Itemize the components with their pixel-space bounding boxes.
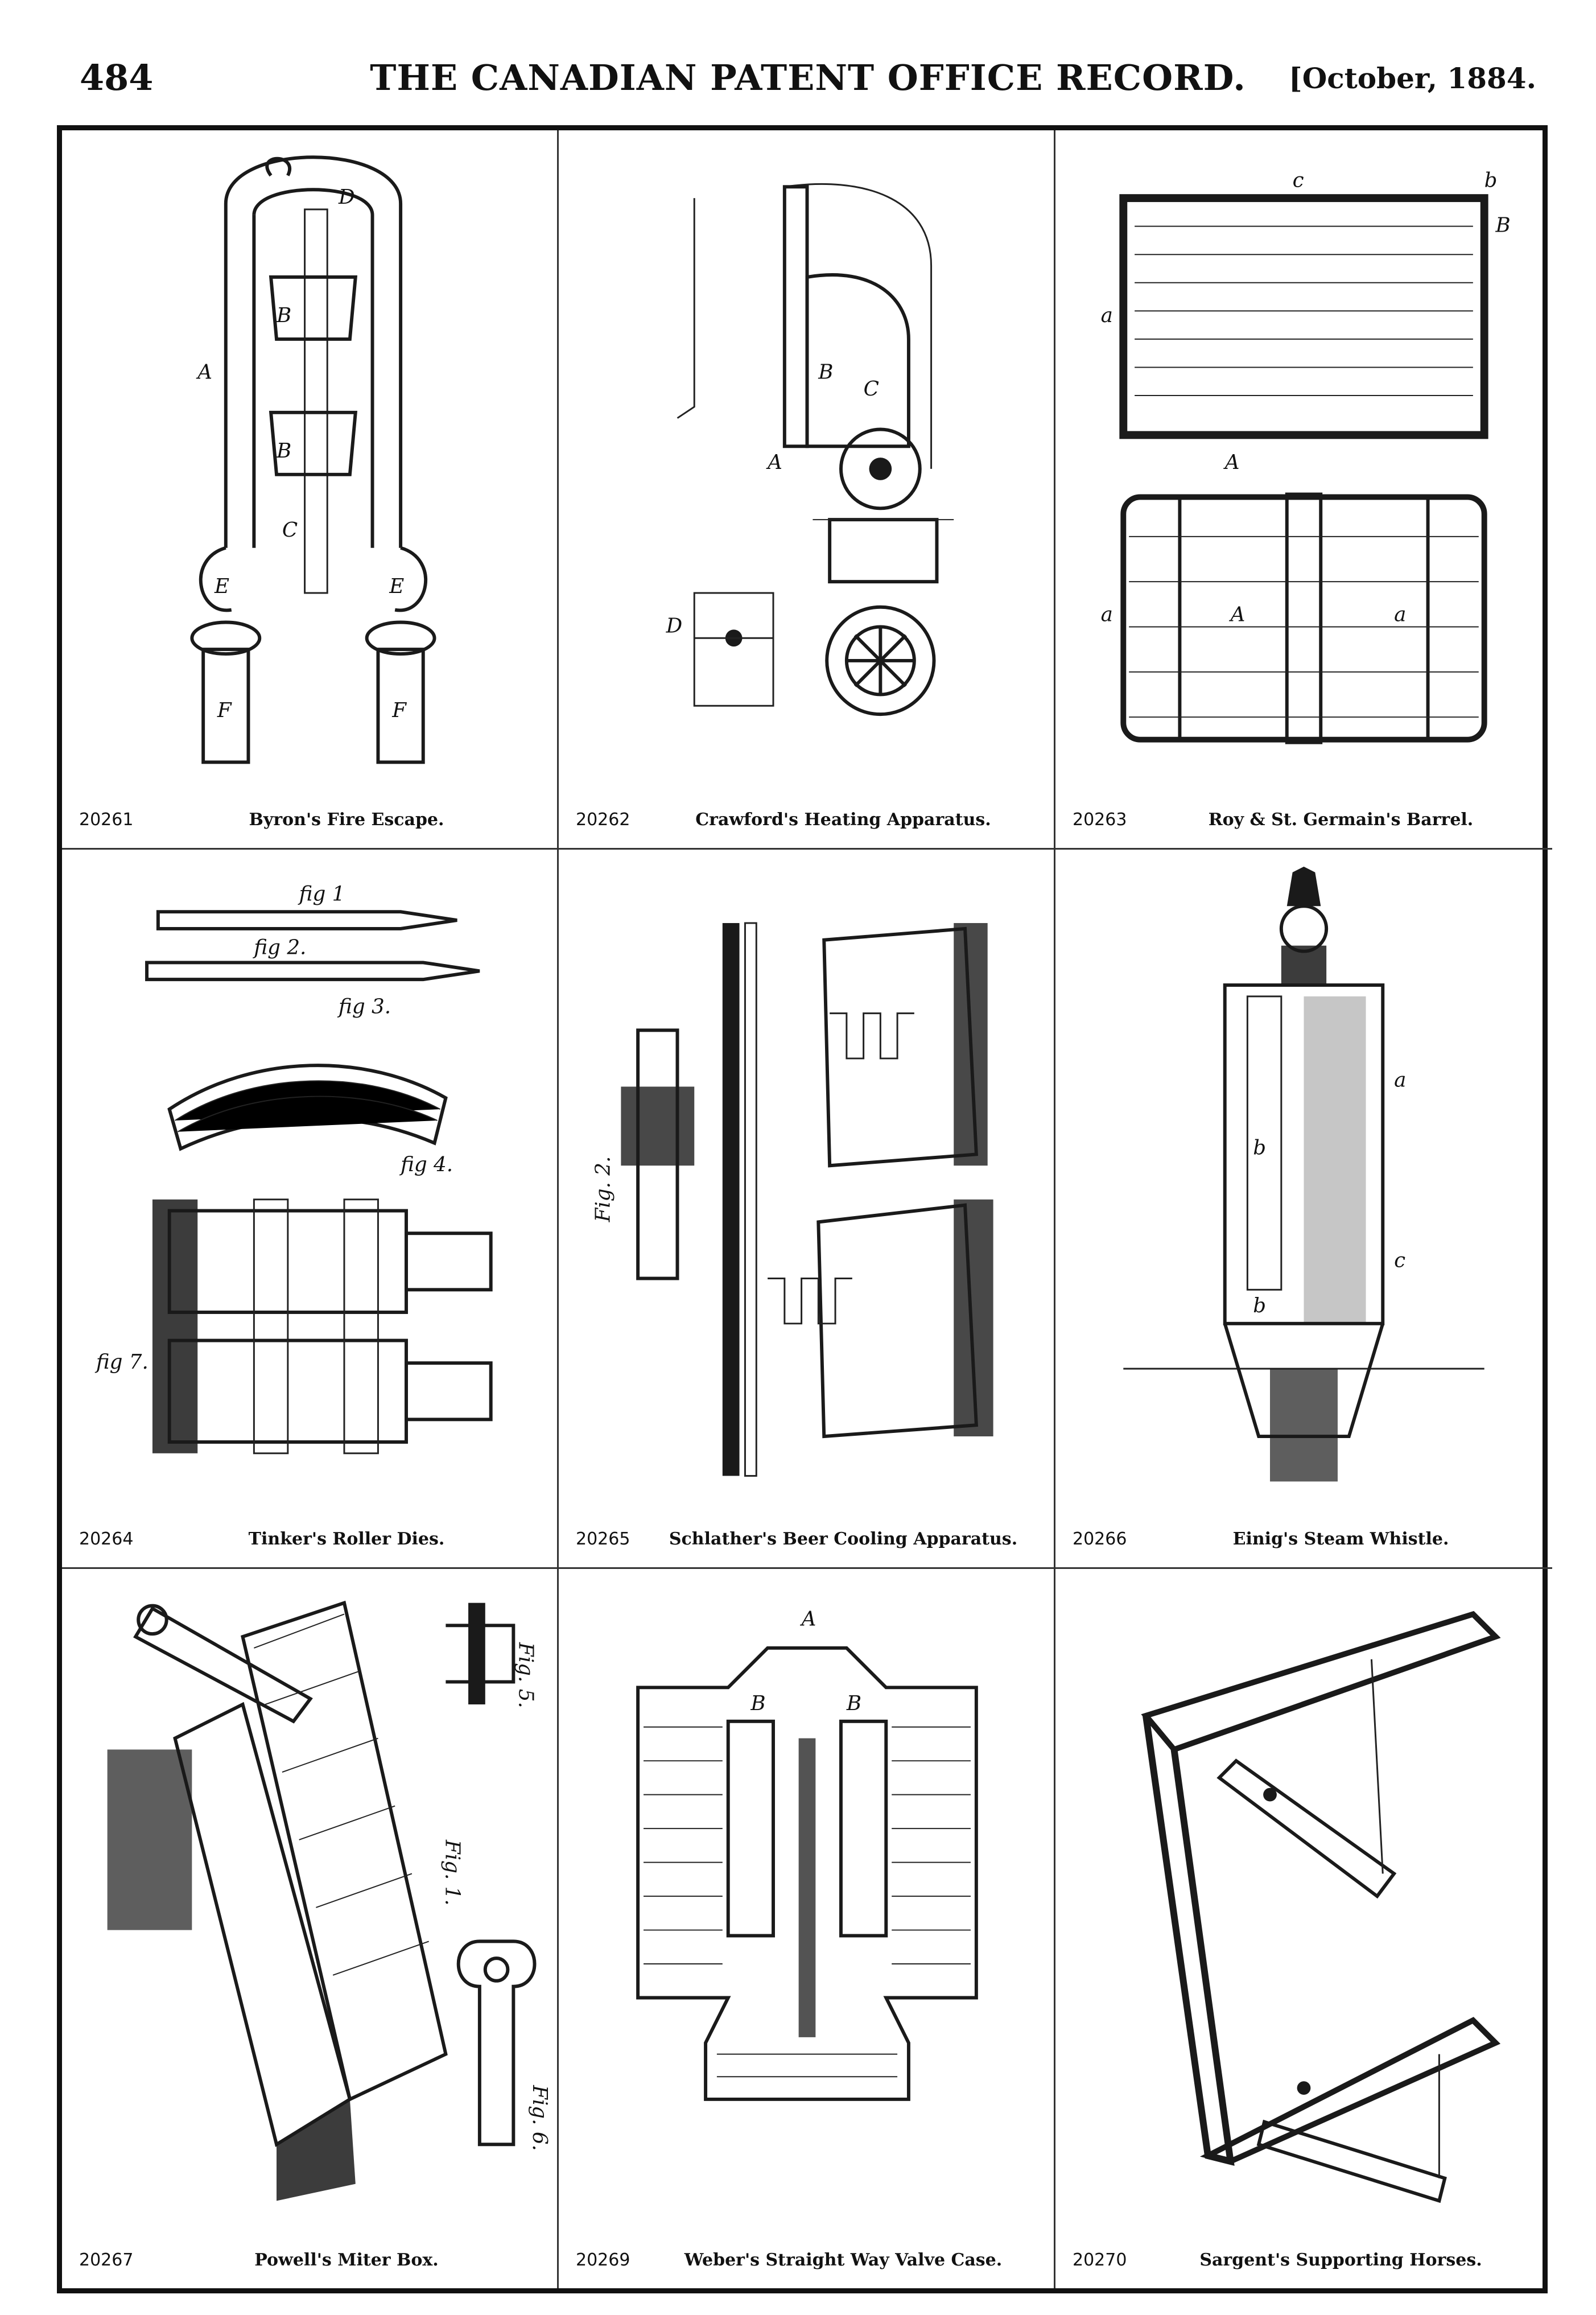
patent-cell-20267: Fig. 1. Fig. 5. Fig. 6. 20267 Powell's M… bbox=[62, 1569, 559, 2288]
patent-caption: 20266 Einig's Steam Whistle. bbox=[1073, 1522, 1541, 1549]
fig-1-label: fig 1 bbox=[298, 882, 345, 905]
svg-text:b: b bbox=[1484, 168, 1498, 192]
svg-text:a: a bbox=[1101, 304, 1113, 327]
beer-cooling-illustration: Fig. 2. bbox=[582, 867, 1033, 1498]
patent-caption: 20263 Roy & St. Germain's Barrel. bbox=[1073, 802, 1541, 830]
patent-title: Sargent's Supporting Horses. bbox=[1199, 2250, 1482, 2270]
svg-text:F: F bbox=[217, 699, 232, 722]
patent-number: 20264 bbox=[79, 1529, 134, 1549]
patent-title: Roy & St. Germain's Barrel. bbox=[1208, 810, 1474, 830]
fig-3-label: fig 3. bbox=[337, 995, 391, 1019]
svg-text:C: C bbox=[864, 377, 879, 401]
patent-caption: 20265 Schlather's Beer Cooling Apparatus… bbox=[576, 1522, 1042, 1549]
miter-box-illustration: Fig. 1. Fig. 5. Fig. 6. bbox=[85, 1586, 551, 2218]
patent-number: 20263 bbox=[1073, 810, 1127, 830]
patent-caption: 20267 Powell's Miter Box. bbox=[79, 2243, 546, 2270]
svg-text:D: D bbox=[338, 186, 355, 209]
patent-caption: 20264 Tinker's Roller Dies. bbox=[79, 1522, 546, 1549]
valve-label-b-left: B bbox=[750, 1692, 765, 1715]
patent-title: Powell's Miter Box. bbox=[254, 2250, 439, 2270]
patent-number: 20261 bbox=[79, 810, 134, 830]
patent-title: Crawford's Heating Apparatus. bbox=[695, 810, 991, 830]
page-number: 484 bbox=[80, 57, 154, 98]
fig-7-label: fig 7. bbox=[94, 1350, 149, 1374]
patent-cell-20264: fig 1 fig 2. fig 3. fig 4. fig 7. bbox=[62, 850, 559, 1569]
svg-text:a: a bbox=[1394, 603, 1406, 627]
patent-title: Tinker's Roller Dies. bbox=[248, 1529, 445, 1549]
patent-cell-20263: c b B a A A a a 20263 Roy & bbox=[1055, 130, 1552, 850]
svg-text:B: B bbox=[276, 304, 291, 327]
svg-text:B: B bbox=[276, 439, 291, 463]
patent-title: Schlather's Beer Cooling Apparatus. bbox=[669, 1529, 1018, 1549]
valve-case-illustration: A B B bbox=[582, 1586, 1033, 2218]
patent-caption: 20269 Weber's Straight Way Valve Case. bbox=[576, 2243, 1042, 2270]
svg-text:C: C bbox=[282, 518, 298, 542]
fire-escape-illustration: B B A C D E E F F bbox=[85, 147, 536, 779]
svg-text:F: F bbox=[391, 699, 407, 722]
patent-cell-20269: A B B 20 bbox=[559, 1569, 1055, 2288]
svg-text:A: A bbox=[1223, 451, 1240, 474]
barrel-illustration: c b B a A A a a bbox=[1078, 147, 1529, 779]
patent-number: 20262 bbox=[576, 810, 630, 830]
valve-label-b-right: B bbox=[846, 1692, 861, 1715]
patent-cell-20262: D B C A 20262 Crawford's Heating Apparat… bbox=[559, 130, 1055, 850]
svg-text:A: A bbox=[196, 360, 212, 384]
patent-number: 20270 bbox=[1073, 2250, 1127, 2270]
svg-text:A: A bbox=[766, 451, 782, 474]
svg-text:c: c bbox=[1394, 1249, 1405, 1272]
svg-text:D: D bbox=[666, 614, 683, 637]
patent-cell-20270: 20270 Sargent's Supporting Horses. bbox=[1055, 1569, 1552, 2288]
steam-whistle-illustration: a b c b bbox=[1078, 866, 1529, 1498]
patent-caption: 20262 Crawford's Heating Apparatus. bbox=[576, 802, 1042, 830]
patent-plate-frame: B B A C D E E F F 20261 Byron's Fire Esc… bbox=[57, 125, 1552, 2293]
patent-title: Weber's Straight Way Valve Case. bbox=[684, 2250, 1003, 2270]
svg-text:b: b bbox=[1253, 1136, 1266, 1159]
patent-caption: 20261 Byron's Fire Escape. bbox=[79, 802, 546, 830]
svg-text:a: a bbox=[1394, 1068, 1406, 1091]
issue-date: [October, 1884. bbox=[1289, 61, 1536, 95]
svg-text:E: E bbox=[389, 575, 404, 598]
patent-cell-20265: Fig. 2. 20265 Schlather's Beer Cooling A… bbox=[559, 850, 1055, 1569]
journal-title: THE CANADIAN PATENT OFFICE RECORD. bbox=[370, 57, 1246, 98]
patent-title: Einig's Steam Whistle. bbox=[1232, 1529, 1449, 1549]
patent-cell-20266: a b c b 20266 Einig's Steam Whistle. bbox=[1055, 850, 1552, 1569]
supporting-horses-illustration bbox=[1078, 1586, 1529, 2218]
roller-dies-illustration: fig 1 fig 2. fig 3. fig 4. fig 7. bbox=[85, 867, 536, 1498]
svg-text:B: B bbox=[818, 360, 833, 384]
patent-number: 20266 bbox=[1073, 1529, 1127, 1549]
valve-label-a: A bbox=[800, 1607, 816, 1630]
svg-text:c: c bbox=[1293, 168, 1304, 192]
patent-number: 20269 bbox=[576, 2250, 630, 2270]
svg-text:B: B bbox=[1495, 214, 1511, 237]
fig-2-label: fig 2. bbox=[252, 936, 306, 959]
fig-6-miter-label: Fig. 6. bbox=[528, 2085, 551, 2151]
patent-number: 20265 bbox=[576, 1529, 630, 1549]
fig-5-miter-label: Fig. 5. bbox=[514, 1642, 537, 1708]
page-header: 484 THE CANADIAN PATENT OFFICE RECORD. [… bbox=[80, 57, 1536, 108]
svg-text:a: a bbox=[1101, 603, 1113, 627]
patent-title: Byron's Fire Escape. bbox=[249, 810, 444, 830]
patent-cell-20261: B B A C D E E F F 20261 Byron's Fire Esc… bbox=[62, 130, 559, 850]
fig-4-label: fig 4. bbox=[399, 1153, 453, 1176]
fig-1-miter-label: Fig. 1. bbox=[440, 1839, 464, 1906]
patent-number: 20267 bbox=[79, 2250, 134, 2270]
fig-2-beer-label: Fig. 2. bbox=[592, 1156, 615, 1223]
heating-apparatus-illustration: D B C A bbox=[582, 147, 1033, 779]
svg-text:A: A bbox=[1229, 603, 1246, 627]
svg-text:b: b bbox=[1253, 1294, 1266, 1317]
svg-text:E: E bbox=[214, 575, 229, 598]
patent-caption: 20270 Sargent's Supporting Horses. bbox=[1073, 2243, 1541, 2270]
